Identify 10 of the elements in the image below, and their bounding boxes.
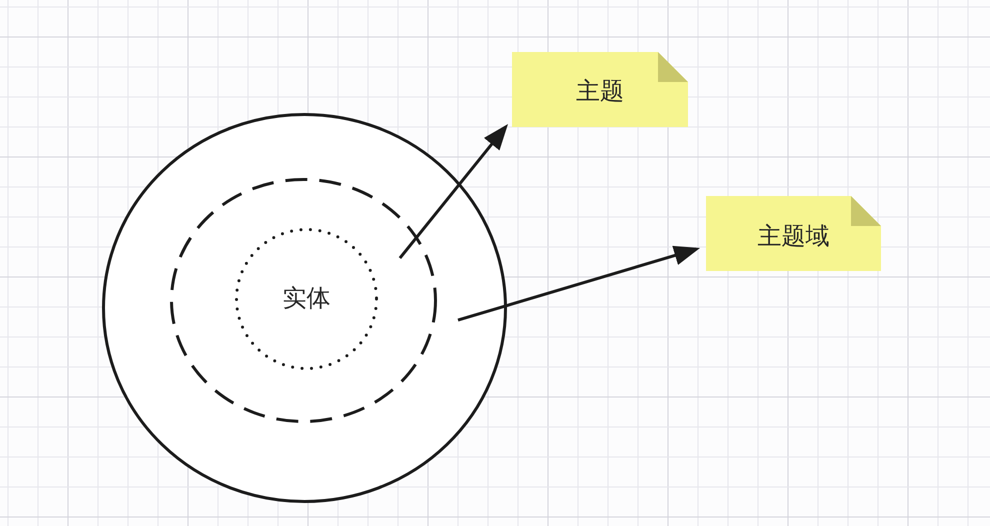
dashed-circle <box>170 178 437 423</box>
sticky-note <box>706 196 881 271</box>
arrow <box>398 124 508 260</box>
dotted-circle <box>235 228 378 370</box>
solid-circle <box>102 113 507 503</box>
circle-label: 实体 <box>282 285 330 313</box>
sticky-note <box>512 52 688 127</box>
arrow <box>458 246 700 322</box>
note-label: 主题 <box>576 78 624 106</box>
note-label: 主题域 <box>758 222 830 250</box>
